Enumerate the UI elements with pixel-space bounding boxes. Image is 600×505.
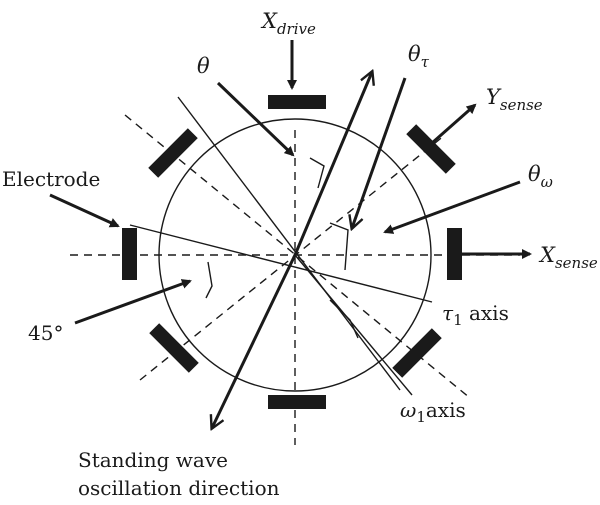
theta-omega-pointer-arrow	[383, 180, 521, 234]
standing-wave-arrow-down	[212, 254, 297, 428]
theta-omega-angle-bracket	[329, 222, 349, 271]
electrode-top-right	[406, 124, 456, 174]
x-drive-label: Xdrive	[260, 9, 316, 38]
standing-wave-label-line2: oscillation direction	[78, 476, 280, 500]
angle-45-pointer-arrow	[74, 279, 192, 325]
electrode-top	[268, 95, 326, 109]
theta-pointer-arrow	[216, 81, 295, 157]
electrode-bottom	[268, 395, 326, 409]
angle-45-label: 45°	[28, 321, 63, 345]
electrode-top-left	[148, 128, 198, 178]
electrode-left	[122, 228, 137, 280]
electrode-bottom-left	[149, 323, 199, 373]
omega1-axis-label: ω1axis	[400, 398, 466, 426]
theta-tau-label: θτ	[408, 42, 430, 71]
tau1-axis-label: τ1 axis	[442, 301, 509, 329]
electrode-right	[447, 228, 462, 280]
angle-45-bracket	[205, 261, 213, 299]
theta-reference-line	[177, 96, 401, 391]
theta-angle-bracket	[309, 157, 325, 189]
theta-tau-arrow	[352, 77, 407, 228]
electrode-label: Electrode	[2, 167, 100, 191]
theta-omega-label: θω	[528, 162, 553, 191]
standing-wave-arrow-up	[293, 72, 372, 256]
electrode-pointer-arrow	[49, 193, 120, 228]
electrode-bottom-right	[392, 328, 442, 378]
tau1-axis-line	[129, 224, 433, 303]
diagonal-dashed-axis-b	[139, 134, 446, 381]
tau1-angle-bracket	[329, 299, 359, 339]
y-sense-label: Ysense	[486, 85, 543, 114]
x-sense-label: Xsense	[538, 243, 598, 272]
y-sense-arrow	[431, 103, 477, 145]
omega1-axis-line	[294, 254, 413, 396]
standing-wave-label-line1: Standing wave	[78, 448, 228, 472]
theta-label: θ	[197, 54, 210, 78]
